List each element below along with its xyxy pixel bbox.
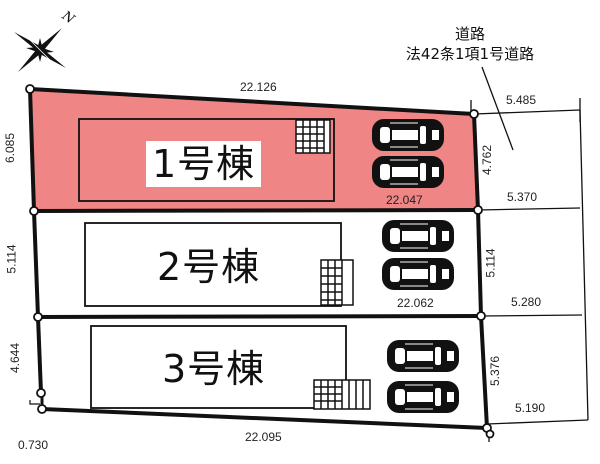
lot-3-bottom-length: 22.095 [245, 430, 282, 444]
road-width-4: 5.190 [515, 401, 546, 415]
lot-3-left-depth: 4.644 [8, 342, 23, 374]
parking-car-icon [381, 219, 455, 253]
lot-1-left-depth: 6.085 [3, 132, 18, 164]
parking-car-icon [386, 339, 460, 373]
lot-3-label: 3号棟 [162, 347, 266, 391]
lot-1-top-length: 22.126 [240, 80, 277, 94]
road-width-2: 5.370 [507, 190, 538, 204]
lot-2-left-depth: 5.114 [4, 244, 19, 274]
lot-1-right-frontage: 4.762 [480, 144, 495, 176]
road-width-3: 5.280 [511, 295, 542, 309]
parking-car-icon [371, 155, 445, 189]
road-label: 道路 法42条1項1号道路 [365, 24, 575, 64]
lot-2-right-frontage: 5.114 [483, 248, 498, 278]
parking-car-icon [371, 118, 445, 152]
compass-rose-icon [14, 28, 66, 72]
stair-icon [320, 259, 354, 306]
road-width-1: 5.485 [506, 93, 537, 107]
boundary-marker [25, 84, 495, 439]
lot-3-right-frontage: 5.376 [488, 355, 503, 387]
road-title: 道路 [454, 25, 485, 43]
lot-2-bottom-length: 22.062 [397, 296, 434, 310]
road-classification: 法42条1項1号道路 [405, 45, 535, 63]
lot-1-bottom-length: 22.047 [386, 193, 423, 207]
north-label: N [58, 8, 77, 28]
parking-car-icon [381, 257, 455, 291]
corner-offset: 0.730 [18, 438, 49, 452]
parking-car-icon [386, 380, 460, 414]
lot-2-label: 2号棟 [157, 245, 261, 289]
lot-1-label: 1号棟 [146, 141, 262, 187]
stair-icon [295, 119, 331, 154]
stair-icon [313, 379, 371, 410]
